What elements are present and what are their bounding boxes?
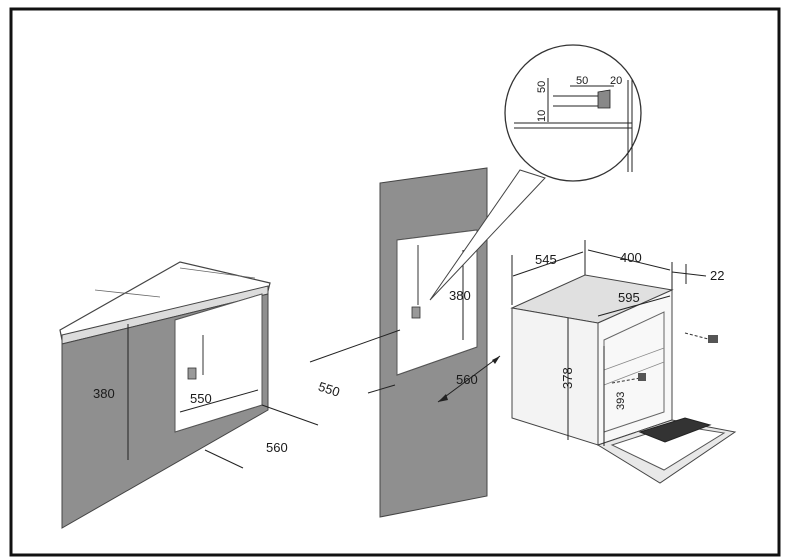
under-counter-depth-label: 560 [266, 440, 288, 455]
column-cabinet [379, 167, 488, 518]
appliance-overhang-dim [671, 264, 707, 284]
appliance-overhang-label: 22 [710, 268, 724, 283]
detail-callout [429, 44, 642, 301]
appliance-top-width-label: 400 [620, 250, 642, 265]
detail-horizontal-50-label: 50 [576, 75, 588, 87]
detail-vertical-50-label: 50 [536, 81, 548, 93]
oven-appliance [510, 274, 737, 484]
appliance-depth-dim [511, 251, 584, 305]
appliance-height-label: 378 [560, 367, 575, 389]
column-depth-dim [437, 355, 501, 403]
appliance-door-height-label: 393 [615, 392, 627, 410]
detail-vertical-10-label: 10 [536, 110, 548, 122]
appliance-top-width-dim [584, 240, 673, 290]
detail-horizontal-20-label: 20 [610, 75, 622, 87]
under-counter-height-label: 380 [93, 386, 115, 401]
column-width-dim [309, 329, 401, 394]
column-height-label: 380 [449, 288, 471, 303]
column-width-label: 550 [316, 379, 341, 400]
column-depth-label: 560 [456, 372, 478, 387]
appliance-width-dim [597, 295, 671, 317]
under-counter-width-label: 550 [190, 391, 212, 406]
under-counter-width-dim [179, 389, 259, 413]
appliance-depth-label: 545 [535, 252, 557, 267]
appliance-width-label: 595 [618, 290, 640, 305]
under-counter-depth-dim [204, 404, 319, 469]
under-counter-cabinet [59, 261, 271, 529]
